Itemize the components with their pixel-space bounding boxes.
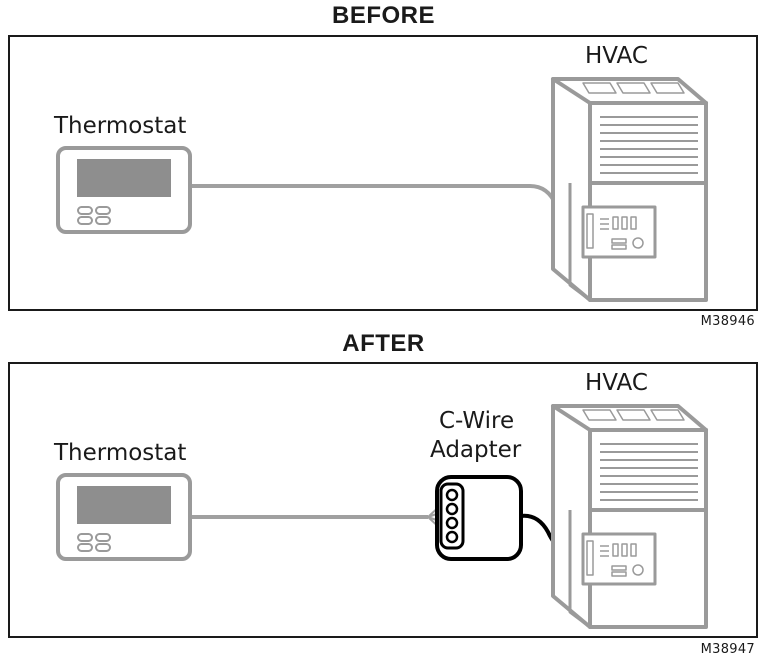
adapter-label-line2: Adapter — [430, 437, 522, 463]
before-thermostat-device — [56, 146, 192, 234]
after-thermostat-label: Thermostat — [54, 440, 187, 466]
before-figure-code: M38946 — [700, 314, 755, 329]
before-thermostat-wire — [192, 184, 586, 234]
after-hvac-label: HVAC — [585, 370, 648, 396]
before-panel: Thermostat HVAC — [8, 35, 758, 311]
thermostat-screen — [77, 159, 171, 197]
adapter-label-line1: C-Wire — [439, 408, 515, 434]
before-heading: BEFORE — [331, 2, 435, 29]
after-heading: AFTER — [342, 330, 425, 357]
before-hvac-label: HVAC — [585, 43, 648, 69]
after-diagram — [56, 404, 708, 629]
after-thermostat-device — [56, 473, 192, 561]
thermostat-screen — [77, 486, 171, 524]
after-hvac-unit — [551, 404, 708, 629]
c-wire-adapter — [435, 475, 523, 561]
before-thermostat-label: Thermostat — [54, 113, 187, 139]
before-hvac-unit — [551, 77, 708, 302]
before-diagram — [56, 77, 708, 302]
after-figure-code: M38947 — [700, 642, 755, 657]
after-panel: Thermostat HVAC C-Wire Adapter — [8, 362, 758, 638]
